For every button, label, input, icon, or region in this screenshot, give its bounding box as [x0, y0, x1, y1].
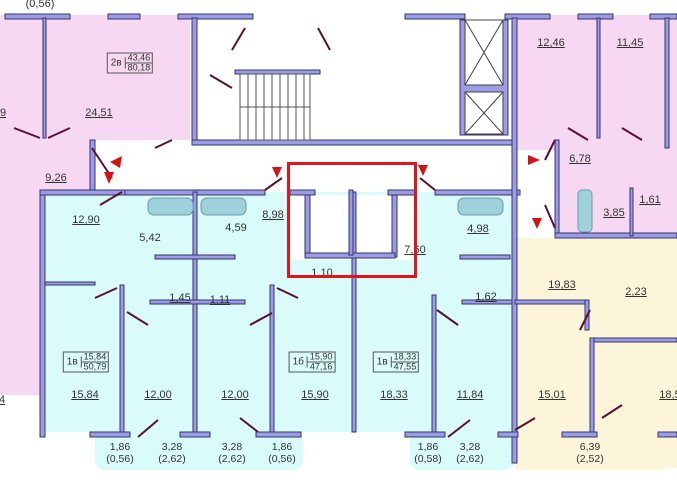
- balcony-area: 3,28: [221, 441, 243, 453]
- balcony-label: 1,86(0,56): [106, 441, 133, 465]
- highlight-rectangle: [287, 162, 417, 278]
- room-area: 12,90: [72, 214, 100, 226]
- balcony-area: 6,39: [579, 441, 601, 453]
- room-area: 2,23: [625, 286, 647, 298]
- room-area: 24,51: [85, 107, 113, 119]
- apartment-type: 2в: [108, 57, 126, 69]
- top-fragment-label: (0,56): [25, 0, 55, 10]
- balcony-area: 3,28: [161, 441, 183, 453]
- total-area: 50,79: [83, 361, 107, 372]
- balcony-area: 1,86: [109, 441, 131, 453]
- living-area: 18,33: [391, 351, 419, 363]
- balcony-reduced-area: (2,52): [576, 453, 604, 465]
- room-area: 15,84: [71, 389, 99, 401]
- room-area: 12,00: [144, 389, 172, 401]
- living-area: 43,46: [125, 52, 153, 64]
- room-area: 18,33: [380, 389, 408, 401]
- total-area: 47,55: [393, 361, 417, 372]
- apartment-type: 1в: [64, 356, 82, 368]
- room-area: 12,00: [221, 389, 249, 401]
- room-area: 4,59: [225, 222, 247, 234]
- room-area: 1,11: [209, 294, 231, 306]
- bathtubs: [147, 189, 593, 233]
- room-area: 12,46: [537, 37, 565, 49]
- balcony-reduced-area: (0,56): [268, 453, 296, 465]
- total-area: 80,18: [127, 62, 151, 73]
- room-area: 1,45: [169, 292, 191, 304]
- room-area: 5,42: [139, 232, 161, 244]
- room-area: 1,62: [475, 291, 497, 303]
- balcony-reduced-area: (0,56): [106, 453, 134, 465]
- room-area: 6,78: [569, 153, 591, 165]
- room-area: 3,85: [603, 207, 625, 219]
- room-area: 9,26: [45, 172, 67, 184]
- balcony-area: 1,86: [417, 441, 439, 453]
- balcony-label: 3,28(2,62): [456, 441, 483, 465]
- balcony-area: 1,86: [271, 441, 293, 453]
- room-area: 11,45: [616, 37, 644, 49]
- room-area: 15,01: [538, 389, 566, 401]
- lift-shafts: [464, 19, 504, 135]
- living-area: 15,90: [307, 351, 335, 363]
- room-area: 15,90: [301, 389, 329, 401]
- room-area: 19,83: [548, 279, 576, 291]
- balcony-label: 1,86(0,58): [414, 441, 441, 465]
- doors: [13, 27, 643, 438]
- staircase: [239, 73, 311, 141]
- balcony-label: 6,39(2,52): [576, 441, 603, 465]
- room-area: 4: [0, 394, 6, 406]
- balcony-reduced-area: (2,62): [456, 453, 484, 465]
- apartment-type: 1б: [290, 356, 308, 368]
- room-area: 4,98: [467, 223, 489, 235]
- balcony-reduced-area: (2,62): [218, 453, 246, 465]
- exit-arrows: [104, 155, 542, 229]
- room-area: 8,98: [262, 209, 284, 221]
- room-area: 9: [0, 107, 7, 119]
- room-area: 1,61: [639, 194, 661, 206]
- balcony-area: 3,28: [459, 441, 481, 453]
- balcony-reduced-area: (2,62): [158, 453, 186, 465]
- room-area: 11,84: [456, 389, 484, 401]
- balcony-label: 3,28(2,62): [158, 441, 185, 465]
- balcony-reduced-area: (0,58): [414, 453, 442, 465]
- balcony-label: 1,86(0,56): [268, 441, 295, 465]
- living-area: 15,84: [81, 351, 109, 363]
- apartment-type: 1в: [374, 356, 392, 368]
- total-area: 47,16: [309, 361, 333, 372]
- balcony-label: 3,28(2,62): [218, 441, 245, 465]
- room-area: 18,5: [659, 389, 677, 401]
